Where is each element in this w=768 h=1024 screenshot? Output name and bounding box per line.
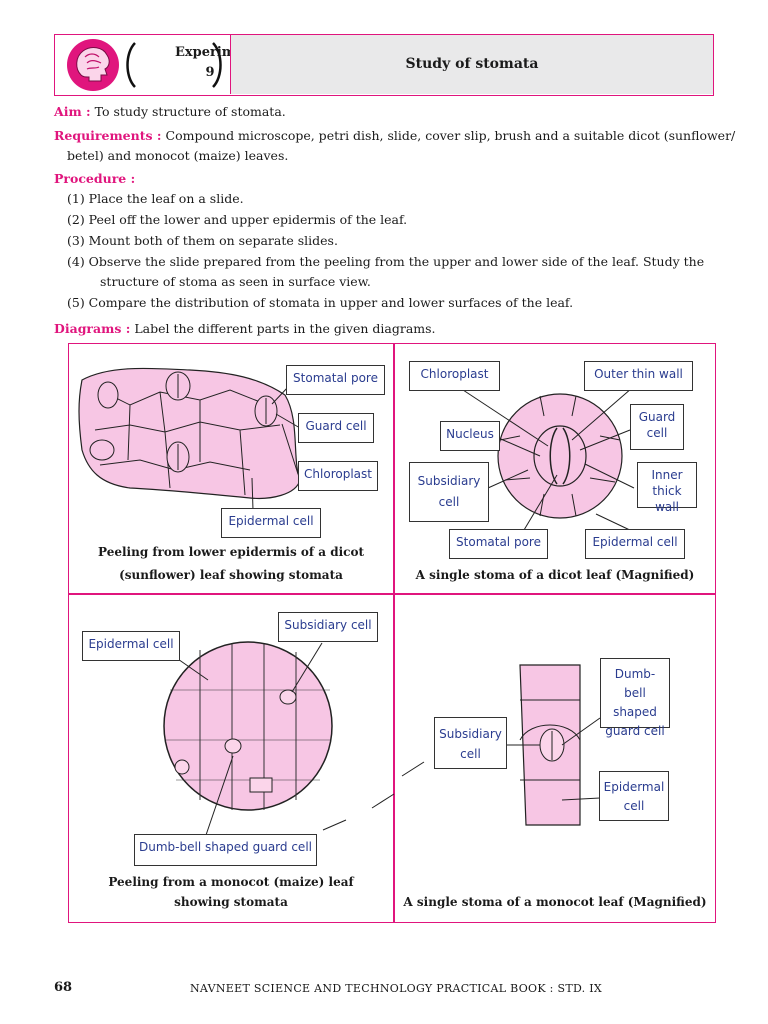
label-epidermal-cell: Epidermal cell [585,529,685,559]
label-line: Dumb-bell [604,665,666,703]
label-stomatal-pore: Stomatal pore [286,365,385,395]
label-nucleus: Nucleus [440,421,500,451]
label-line: guard cell [604,722,666,741]
panel1-caption-2: (sunflower) leaf showing stomata [70,565,392,585]
label-guard-cell: Guard cell [298,413,374,443]
panel3-caption-2: showing stomata [70,892,392,912]
label-chloroplast: Chloroplast [298,461,378,491]
label-epidermal-cell: Epidermal cell [221,508,321,538]
dicot-peel-drawing [79,368,300,510]
label-epidermal-cell: Epidermal cell [82,631,180,661]
label-subsidiary-cell: Subsidiary cell [434,717,507,769]
label-line: cell [438,744,503,764]
label-line: Subsidiary [438,724,503,744]
label-chloroplast: Chloroplast [409,361,500,391]
panel3-caption-1: Peeling from a monocot (maize) leaf [70,872,392,892]
label-subsidiary-cell: Subsidiary cell [409,462,489,522]
label-line: Inner [641,467,693,483]
label-epidermal-cell: Epidermal cell [599,771,669,821]
label-inner-thick-wall: Inner thick wall [637,462,697,508]
label-line: Subsidiary [413,471,485,492]
label-line: shaped [604,703,666,722]
label-line: thick wall [641,483,693,515]
label-dumb-bell-guard-cell: Dumb-bell shaped guard cell [134,834,317,866]
panel2-caption: A single stoma of a dicot leaf (Magnifie… [395,565,715,585]
label-line: cell [413,492,485,513]
label-line: cell [603,797,665,816]
panel4-caption: A single stoma of a monocot leaf (Magnif… [395,892,715,912]
book-title: NAVNEET SCIENCE AND TECHNOLOGY PRACTICAL… [190,982,602,995]
label-line: Epidermal [603,778,665,797]
panel1-caption-1: Peeling from lower epidermis of a dicot [70,542,392,562]
label-guard-cell: Guard cell [630,404,684,450]
label-subsidiary-cell: Subsidiary cell [278,612,378,642]
monocot-stoma-drawing [506,665,600,825]
label-outer-thin-wall: Outer thin wall [584,361,693,391]
label-dumb-bell-guard-cell: Dumb-bell shaped guard cell [600,658,670,728]
monocot-peel-drawing [164,642,424,838]
page-number: 68 [54,980,72,995]
label-line: cell [634,425,680,441]
label-line: Guard [634,409,680,425]
label-stomatal-pore: Stomatal pore [449,529,548,559]
